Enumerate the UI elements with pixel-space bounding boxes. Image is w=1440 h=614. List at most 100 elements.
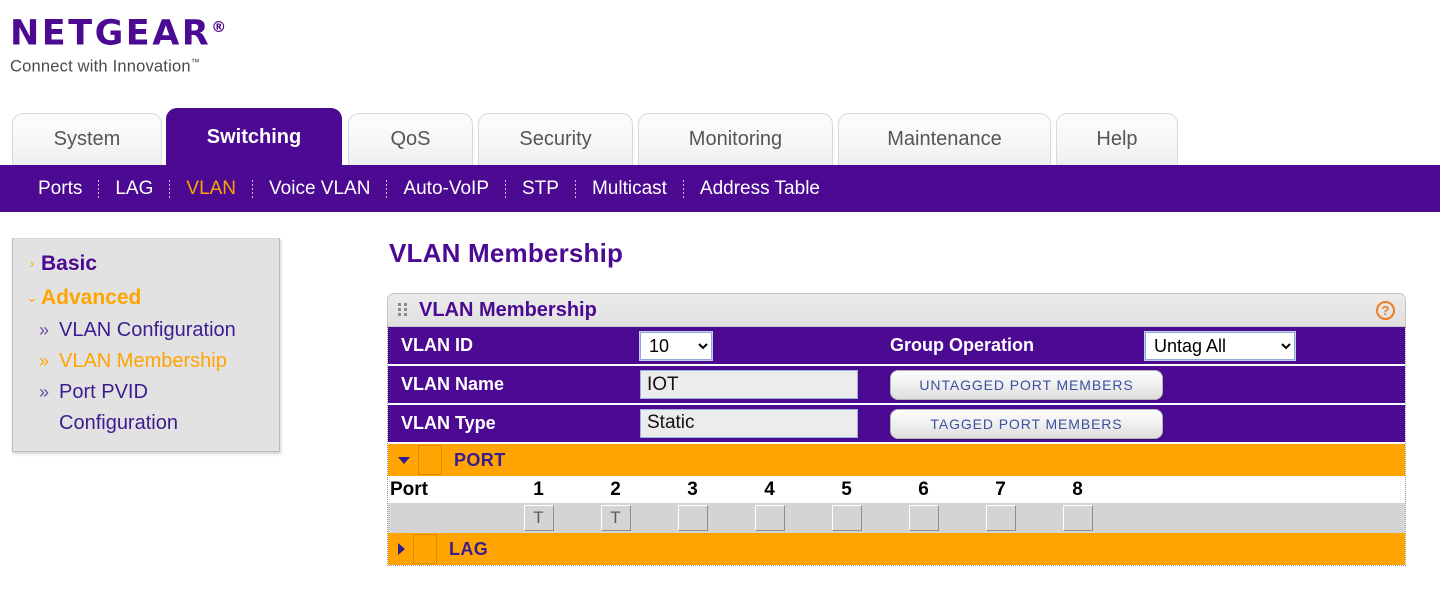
tab-help[interactable]: Help (1056, 113, 1178, 165)
port-membership-cell-5[interactable] (831, 505, 862, 531)
port-cell-wrap-1: T (500, 505, 577, 531)
port-cell-wrap-6 (885, 505, 962, 531)
untagged-button-cell: UNTAGGED PORT MEMBERS (890, 369, 1405, 400)
sidebar-item-configuration-label: Configuration (59, 412, 178, 434)
sidebar-group-advanced-label: Advanced (41, 286, 142, 309)
vlan-type-control: Static (640, 409, 890, 438)
vlan-name-label: VLAN Name (401, 374, 505, 394)
netgear-logo: NETGEAR® Connect with Innovation™ (10, 8, 310, 88)
sidebar-item-vlan-membership-label: VLAN Membership (59, 350, 227, 372)
port-section-checkbox[interactable] (418, 445, 442, 475)
tab-qos[interactable]: QoS (348, 113, 473, 165)
subnav-divider (386, 179, 388, 198)
panel-header: VLAN Membership ? (387, 293, 1406, 327)
vlan-name-input[interactable] (640, 370, 858, 399)
tab-monitoring[interactable]: Monitoring (638, 113, 833, 165)
trademark-mark: ™ (190, 56, 200, 67)
port-number-6: 6 (918, 478, 929, 500)
chevron-double-right-icon: » (39, 351, 50, 371)
triangle-right-icon (398, 543, 405, 555)
vlan-type-value: Static (640, 409, 858, 438)
subnav-item-multicast[interactable]: Multicast (591, 177, 667, 199)
port-membership-cell-6[interactable] (908, 505, 939, 531)
port-number-4: 4 (764, 478, 775, 500)
sub-nav-bar: Ports LAG VLAN Voice VLAN Auto‐VoIP STP … (0, 165, 1440, 212)
brand-wordmark: NETGEAR® (10, 8, 310, 53)
sidebar-item-port-pvid-configuration-line2[interactable]: Configuration (13, 408, 279, 439)
tagged-button-cell: TAGGED PORT MEMBERS (890, 408, 1405, 439)
port-number-3: 3 (687, 478, 698, 500)
port-cell-wrap-4 (731, 505, 808, 531)
port-header-row: Port 1 2 3 4 5 6 7 8 (388, 476, 1405, 503)
subnav-item-vlan[interactable]: VLAN (186, 177, 237, 199)
port-cell-wrap-7 (962, 505, 1039, 531)
group-operation-label: Group Operation (890, 335, 1034, 355)
port-row-header-label: Port (390, 478, 428, 500)
tab-maintenance[interactable]: Maintenance (838, 113, 1051, 165)
port-membership-cell-4[interactable] (754, 505, 785, 531)
untagged-port-members-button[interactable]: UNTAGGED PORT MEMBERS (890, 369, 1163, 400)
row-vlan-type: VLAN Type Static TAGGED PORT MEMBERS (388, 405, 1405, 444)
vlan-id-control: 10 (639, 330, 890, 361)
port-cell-wrap-3 (654, 505, 731, 531)
port-section-toggle[interactable]: PORT (388, 444, 1405, 476)
port-number-8: 8 (1072, 478, 1083, 500)
subnav-item-voice-vlan[interactable]: Voice VLAN (269, 177, 371, 199)
port-membership-row: T T (388, 503, 1405, 533)
row-vlan-name: VLAN Name UNTAGGED PORT MEMBERS (388, 366, 1405, 405)
subnav-divider (574, 179, 576, 198)
tab-system[interactable]: System (12, 113, 162, 165)
vlan-name-control (640, 370, 890, 399)
port-membership-cell-2[interactable]: T (600, 505, 631, 531)
port-section-label: PORT (454, 449, 506, 470)
row-vlan-id: VLAN ID 10 Group Operation Untag All (388, 327, 1405, 366)
chevron-double-right-icon: » (39, 382, 50, 402)
port-cell-wrap-2: T (577, 505, 654, 531)
page-title: VLAN Membership (389, 238, 624, 268)
port-membership-cell-8[interactable] (1062, 505, 1093, 531)
subnav-item-auto-voip[interactable]: Auto‐VoIP (403, 177, 489, 199)
chevron-double-right-icon: » (39, 320, 50, 340)
sidebar-item-vlan-membership[interactable]: » VLAN Membership (13, 346, 279, 377)
port-membership-cell-3[interactable] (677, 505, 708, 531)
tagged-port-members-button[interactable]: TAGGED PORT MEMBERS (890, 408, 1163, 439)
grip-dots-icon[interactable] (398, 303, 410, 317)
port-number-7: 7 (995, 478, 1006, 500)
sidebar-group-basic-label: Basic (41, 252, 98, 275)
main-content: VLAN Membership VLAN Membership ? VLAN I… (387, 238, 1406, 566)
subnav-divider (98, 179, 100, 198)
sidebar-item-port-pvid-label: Port PVID (59, 381, 148, 403)
port-cell-wrap-8 (1039, 505, 1116, 531)
port-number-1: 1 (533, 478, 544, 500)
expanded-arrow-icon: ⌄ (26, 290, 38, 305)
port-number-5: 5 (841, 478, 852, 500)
left-sidebar: › Basic ⌄ Advanced » VLAN Configuration … (12, 238, 280, 452)
subnav-divider (169, 179, 171, 198)
subnav-divider (505, 179, 506, 198)
group-operation-select[interactable]: Untag All (1144, 330, 1296, 361)
tab-switching[interactable]: Switching (166, 108, 342, 165)
registered-mark: ® (211, 18, 227, 36)
sidebar-group-basic[interactable]: › Basic (13, 247, 279, 281)
tab-security[interactable]: Security (478, 113, 633, 165)
port-membership-cell-1[interactable]: T (523, 505, 554, 531)
subnav-item-stp[interactable]: STP (522, 177, 559, 199)
vlan-type-label: VLAN Type (401, 413, 496, 433)
subnav-divider (252, 179, 254, 198)
subnav-item-lag[interactable]: LAG (115, 177, 154, 199)
lag-section-label: LAG (449, 538, 489, 559)
vlan-id-select[interactable]: 10 (639, 330, 713, 361)
port-membership-cell-7[interactable] (985, 505, 1016, 531)
subnav-item-ports[interactable]: Ports (38, 177, 83, 199)
sidebar-item-port-pvid-configuration[interactable]: » Port PVID (13, 377, 279, 408)
triangle-down-icon (398, 456, 410, 464)
lag-section-checkbox[interactable] (413, 534, 437, 564)
subnav-divider (682, 179, 684, 198)
help-question-icon[interactable]: ? (1376, 300, 1395, 320)
subnav-item-address-table[interactable]: Address Table (699, 177, 820, 199)
brand-tagline: Connect with Innovation™ (10, 56, 200, 76)
sidebar-item-vlan-configuration-label: VLAN Configuration (59, 319, 236, 341)
sidebar-group-advanced[interactable]: ⌄ Advanced (13, 281, 279, 315)
sidebar-item-vlan-configuration[interactable]: » VLAN Configuration (13, 315, 279, 346)
lag-section-toggle[interactable]: LAG (388, 533, 1405, 565)
